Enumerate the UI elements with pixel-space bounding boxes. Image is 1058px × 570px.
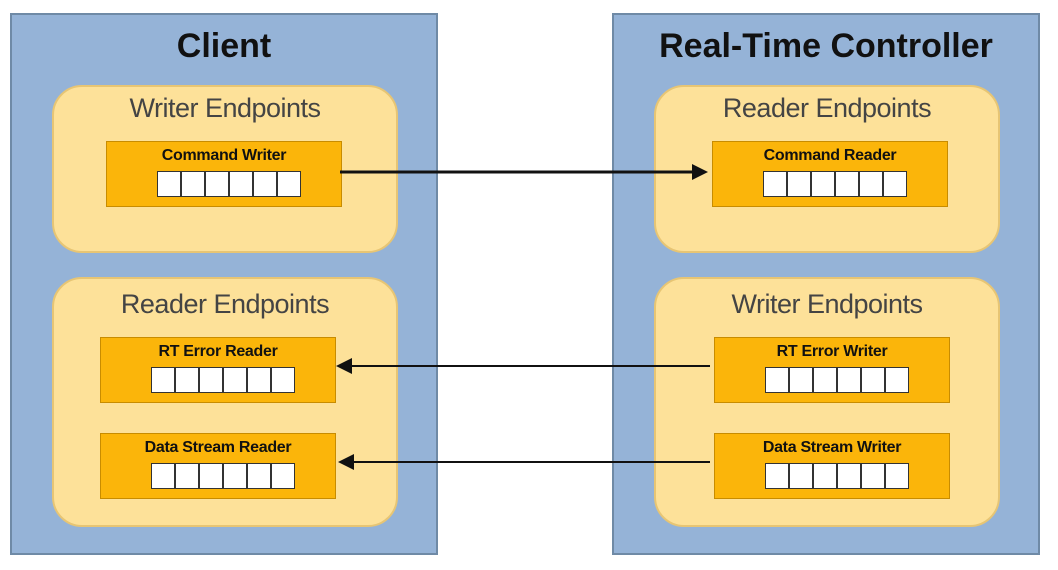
queue-slot: [764, 172, 787, 196]
queue-slot: [837, 368, 861, 392]
command-writer-label: Command Writer: [161, 147, 287, 164]
controller-panel: Real-Time Controller Reader Endpoints Co…: [612, 13, 1040, 555]
command-reader-endpoint: Command Reader: [712, 141, 948, 207]
rt-error-reader-label: RT Error Reader: [158, 343, 278, 360]
arrow-data-stream-writer-to-data-stream-reader: [338, 454, 710, 470]
command-reader-queue: [763, 171, 907, 197]
queue-slot: [859, 172, 883, 196]
queue-slot: [175, 368, 199, 392]
client-reader-endpoints-group: Reader Endpoints RT Error Reader Data St…: [52, 277, 398, 527]
queue-slot: [813, 464, 837, 488]
controller-writer-endpoints-group: Writer Endpoints RT Error Writer Data St…: [654, 277, 1000, 527]
arrow-command-writer-to-command-reader: [340, 164, 708, 180]
client-reader-endpoints-title: Reader Endpoints: [120, 289, 330, 319]
queue-slot: [861, 368, 885, 392]
queue-slot: [247, 368, 271, 392]
queue-slot: [223, 464, 247, 488]
client-panel: Client Writer Endpoints Command Writer R…: [10, 13, 438, 555]
command-writer-endpoint: Command Writer: [106, 141, 342, 207]
rt-error-writer-queue: [765, 367, 909, 393]
queue-slot: [199, 368, 223, 392]
queue-slot: [253, 172, 277, 196]
queue-slot: [271, 368, 295, 392]
queue-slot: [885, 464, 909, 488]
rt-error-reader-queue: [151, 367, 295, 393]
queue-slot: [223, 368, 247, 392]
queue-slot: [861, 464, 885, 488]
data-stream-writer-label: Data Stream Writer: [762, 439, 902, 456]
client-title: Client: [176, 27, 272, 65]
command-reader-label: Command Reader: [763, 147, 897, 164]
controller-reader-endpoints-title: Reader Endpoints: [722, 93, 932, 123]
data-stream-reader-queue: [151, 463, 295, 489]
queue-slot: [811, 172, 835, 196]
client-writer-endpoints-group: Writer Endpoints Command Writer: [52, 85, 398, 253]
controller-writer-endpoints-title: Writer Endpoints: [731, 289, 923, 319]
queue-slot: [813, 368, 837, 392]
queue-slot: [837, 464, 861, 488]
data-stream-writer-endpoint: Data Stream Writer: [714, 433, 950, 499]
command-writer-queue: [157, 171, 301, 197]
queue-slot: [789, 368, 813, 392]
queue-slot: [229, 172, 253, 196]
rt-error-writer-label: RT Error Writer: [776, 343, 888, 360]
queue-slot: [835, 172, 859, 196]
queue-slot: [277, 172, 301, 196]
client-writer-endpoints-title: Writer Endpoints: [129, 93, 321, 123]
queue-slot: [766, 464, 789, 488]
queue-slot: [152, 464, 175, 488]
queue-slot: [787, 172, 811, 196]
rt-error-writer-endpoint: RT Error Writer: [714, 337, 950, 403]
data-stream-reader-endpoint: Data Stream Reader: [100, 433, 336, 499]
queue-slot: [247, 464, 271, 488]
queue-slot: [158, 172, 181, 196]
data-stream-reader-label: Data Stream Reader: [144, 439, 292, 456]
queue-slot: [883, 172, 907, 196]
queue-slot: [181, 172, 205, 196]
queue-slot: [885, 368, 909, 392]
queue-slot: [152, 368, 175, 392]
controller-reader-endpoints-group: Reader Endpoints Command Reader: [654, 85, 1000, 253]
rt-error-reader-endpoint: RT Error Reader: [100, 337, 336, 403]
queue-slot: [789, 464, 813, 488]
controller-title: Real-Time Controller: [659, 27, 993, 65]
queue-slot: [766, 368, 789, 392]
queue-slot: [271, 464, 295, 488]
queue-slot: [205, 172, 229, 196]
arrow-rt-error-writer-to-rt-error-reader: [336, 358, 710, 374]
data-stream-writer-queue: [765, 463, 909, 489]
queue-slot: [175, 464, 199, 488]
queue-slot: [199, 464, 223, 488]
